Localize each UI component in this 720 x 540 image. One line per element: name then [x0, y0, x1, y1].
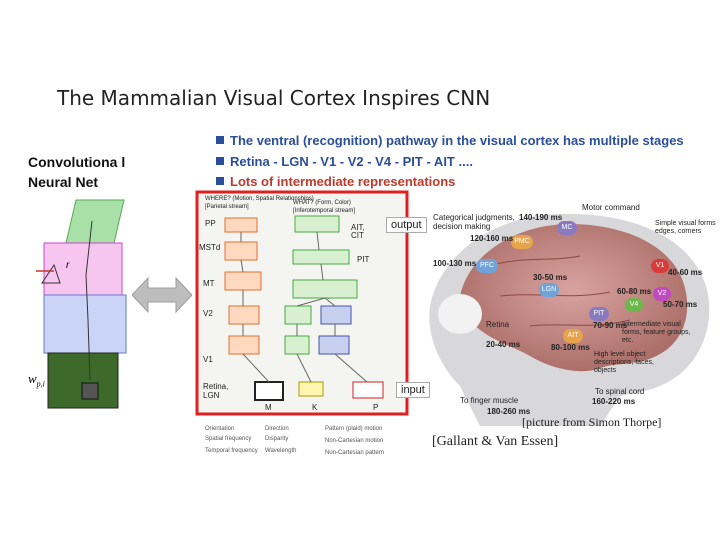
area-marker-v4: V4 [625, 298, 643, 312]
cnn-layer-top [66, 200, 124, 243]
svg-text:K: K [312, 403, 318, 412]
area-label-retina: Retina [486, 320, 526, 329]
timing-label: 50-70 ms [663, 300, 697, 309]
bullet-square-icon [216, 136, 224, 144]
timing-label: 80-100 ms [551, 343, 590, 352]
timing-label: 70-90 ms [593, 321, 627, 330]
credit-thorpe: [picture from Simon Thorpe] [522, 415, 661, 430]
cnn-layer-stack [30, 195, 140, 420]
annotation-finger: To finger muscle [460, 396, 518, 405]
annotation-simple-forms: Simple visual forms edges, corners [655, 220, 717, 236]
timing-label: 60-80 ms [617, 287, 651, 296]
svg-text:LGN: LGN [203, 391, 220, 400]
timing-label: 30-50 ms [533, 273, 567, 282]
svg-text:P: P [373, 403, 378, 412]
area-marker-v1: V1 [651, 259, 669, 273]
area-marker-pfc: PFC [476, 259, 498, 273]
visual-hierarchy-diagram: WHERE? (Motion, Spatial Relationships) [… [185, 186, 415, 461]
svg-text:Retina,: Retina, [203, 382, 228, 391]
svg-text:PIT: PIT [357, 255, 370, 264]
bullet-square-icon [216, 177, 224, 185]
cnn-label: Convolutiona l Neural Net [28, 152, 138, 192]
timing-label: 140-190 ms [519, 213, 562, 222]
timing-label: 120-160 ms [470, 234, 513, 243]
svg-text:[Parietal stream]: [Parietal stream] [205, 204, 249, 210]
timing-label: 40-60 ms [668, 268, 702, 277]
bullet-square-icon [216, 157, 224, 165]
svg-text:Pattern (plaid) motion: Pattern (plaid) motion [325, 426, 382, 432]
svg-text:PP: PP [205, 219, 216, 228]
svg-text:M: M [265, 403, 272, 412]
bullet-stages: Retina - LGN - V1 - V2 - V4 - PIT - AIT … [216, 154, 473, 169]
svg-text:[Inferotemporal stream]: [Inferotemporal stream] [293, 208, 355, 214]
cnn-weight-label: wp,i [28, 371, 45, 389]
svg-text:CIT: CIT [351, 231, 364, 240]
svg-text:WHAT? (Form, Color): WHAT? (Form, Color) [293, 200, 351, 206]
annotation-spinal: To spinal cord [595, 387, 644, 396]
bidirectional-arrow-icon [132, 270, 192, 320]
svg-text:Non-Cartesian motion: Non-Cartesian motion [325, 438, 383, 444]
area-marker-pit: PIT [589, 307, 609, 321]
annotation-intermediate: Intermediate visual forms, feature group… [622, 321, 692, 345]
svg-text:Non-Cartesian pattern: Non-Cartesian pattern [325, 450, 384, 456]
bullet-ventral-pathway: The ventral (recognition) pathway in the… [216, 133, 684, 148]
svg-text:Wavelength: Wavelength [265, 448, 296, 454]
area-marker-v2: V2 [653, 287, 671, 301]
annotation-high-level: High level object descriptions, faces, o… [594, 351, 656, 375]
svg-text:MT: MT [203, 279, 215, 288]
svg-text:V2: V2 [203, 309, 213, 318]
annotation-categorical: Categorical judgments, decision making [433, 213, 519, 231]
cnn-input-patch [82, 383, 98, 399]
cnn-node-label: r [66, 260, 69, 271]
svg-text:Temporal frequency: Temporal frequency [205, 448, 258, 454]
svg-text:Orientation: Orientation [205, 426, 234, 432]
eye-shape [438, 294, 482, 334]
area-marker-pmc: PMC [511, 235, 533, 249]
cnn-layer-blue [44, 295, 126, 353]
svg-text:MSTd: MSTd [199, 243, 220, 252]
credit-gallant: [Gallant & Van Essen] [432, 434, 558, 450]
area-marker-mc: MC [557, 221, 577, 235]
timing-label: 100-130 ms [433, 259, 476, 268]
svg-text:Direction: Direction [265, 426, 289, 432]
svg-text:Spatial frequency: Spatial frequency [205, 436, 251, 442]
svg-text:Disparity: Disparity [265, 436, 288, 442]
cnn-input-image [48, 353, 118, 408]
timing-label: 160-220 ms [592, 397, 635, 406]
area-marker-ait: AIT [563, 329, 583, 343]
timing-label: 20-40 ms [486, 340, 520, 349]
svg-text:V1: V1 [203, 355, 213, 364]
annotation-motor: Motor command [582, 203, 640, 212]
slide-title: The Mammalian Visual Cortex Inspires CNN [57, 86, 490, 110]
area-marker-lgn: LGN [539, 283, 559, 297]
